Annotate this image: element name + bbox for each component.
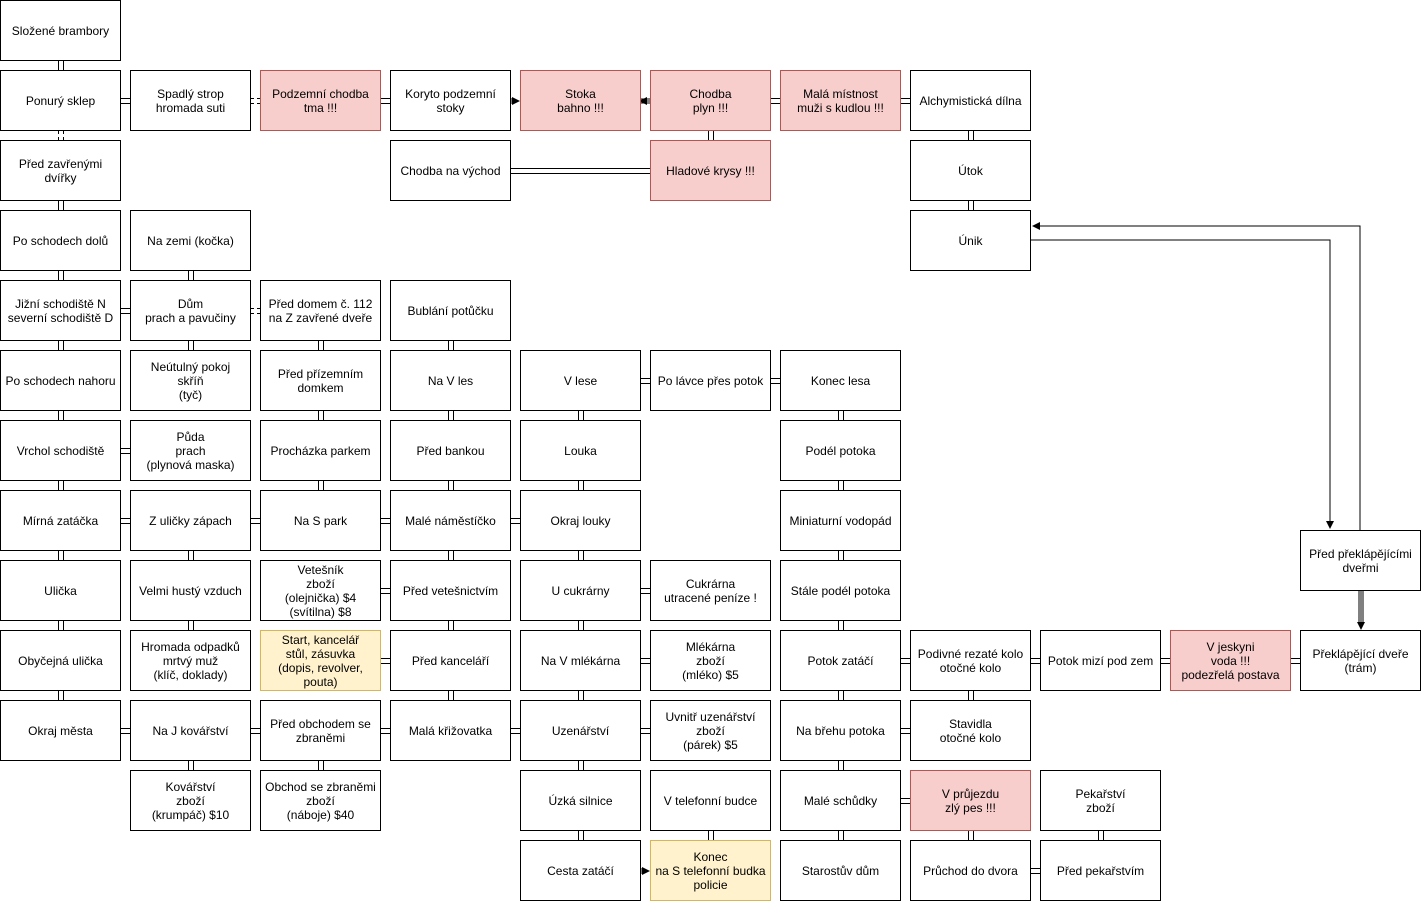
node-spadly-strop[interactable]: Spadlý strop hromada suti [130, 70, 251, 131]
node-na-zemi[interactable]: Na zemi (kočka) [130, 210, 251, 271]
node-preklapejici[interactable]: Překlápějící dveře (trám) [1300, 630, 1421, 691]
node-hromada-odpadku[interactable]: Hromada odpadků mrtvý muž (klíč, doklady… [130, 630, 251, 691]
node-pred-vetesnictvim[interactable]: Před vetešnictvím [390, 560, 511, 621]
node-pred-preklapejicimi[interactable]: Před překlápějícími dveřmi [1300, 530, 1421, 591]
node-bublani[interactable]: Bublání potůčku [390, 280, 511, 341]
node-v-telefonni[interactable]: V telefonní budce [650, 770, 771, 831]
node-na-s-park[interactable]: Na S park [260, 490, 381, 551]
node-jizni-schodiste[interactable]: Jižní schodiště N severní schodiště D [0, 280, 121, 341]
node-mala-krizovatka[interactable]: Malá křižovatka [390, 700, 511, 761]
node-podivne-kolo[interactable]: Podivné rezaté kolo otočné kolo [910, 630, 1031, 691]
node-vetesnik[interactable]: Vetešník zboží (olejnička) $4 (svítilna)… [260, 560, 381, 621]
node-hladove-krysy[interactable]: Hladové krysy !!! [650, 140, 771, 201]
node-cukrarna[interactable]: Cukrárna utracené peníze ! [650, 560, 771, 621]
node-u-cukrarny[interactable]: U cukrárny [520, 560, 641, 621]
node-v-lese[interactable]: V lese [520, 350, 641, 411]
node-mala-mistnost[interactable]: Malá místnost muži s kudlou !!! [780, 70, 901, 131]
node-mlekarna[interactable]: Mlékárna zboží (mléko) $5 [650, 630, 771, 691]
node-stale-podel[interactable]: Stále podél potoka [780, 560, 901, 621]
node-alchymisticka[interactable]: Alchymistická dílna [910, 70, 1031, 131]
node-dum-prach[interactable]: Dům prach a pavučiny [130, 280, 251, 341]
node-chodba-plyn[interactable]: Chodba plyn !!! [650, 70, 771, 131]
node-stavidla[interactable]: Stavidla otočné kolo [910, 700, 1031, 761]
node-start[interactable]: Start, kancelář stůl, zásuvka (dopis, re… [260, 630, 381, 691]
node-podel-potoka[interactable]: Podél potoka [780, 420, 901, 481]
node-konec-lesa[interactable]: Konec lesa [780, 350, 901, 411]
node-prochazka[interactable]: Procházka parkem [260, 420, 381, 481]
node-neutulny[interactable]: Neútulný pokoj skříň (tyč) [130, 350, 251, 411]
node-male-namesticko[interactable]: Malé náměstíčko [390, 490, 511, 551]
node-v-prujezdu[interactable]: V průjezdu zlý pes !!! [910, 770, 1031, 831]
node-po-schodech-nahoru[interactable]: Po schodech nahoru [0, 350, 121, 411]
node-louka[interactable]: Louka [520, 420, 641, 481]
node-velmi-husty[interactable]: Velmi hustý vzduch [130, 560, 251, 621]
node-pred-obchodem[interactable]: Před obchodem se zbraněmi [260, 700, 381, 761]
node-na-v-les[interactable]: Na V les [390, 350, 511, 411]
node-podzemni-chodba[interactable]: Podzemní chodba tma !!! [260, 70, 381, 131]
node-pred-bankou[interactable]: Před bankou [390, 420, 511, 481]
node-konec[interactable]: Konec na S telefonní budka policie [650, 840, 771, 901]
node-obchod-zbranemi[interactable]: Obchod se zbraněmi zboží (náboje) $40 [260, 770, 381, 831]
node-ponury-sklep[interactable]: Ponurý sklep [0, 70, 121, 131]
node-cesta-zataci[interactable]: Cesta zatáčí [520, 840, 641, 901]
node-ulicka[interactable]: Ulička [0, 560, 121, 621]
node-starostuv[interactable]: Starostův dům [780, 840, 901, 901]
node-koryto[interactable]: Koryto podzemní stoky [390, 70, 511, 131]
node-miniaturni[interactable]: Miniaturní vodopád [780, 490, 901, 551]
node-pred-kancelari[interactable]: Před kanceláří [390, 630, 511, 691]
node-pruchod[interactable]: Průchod do dvora [910, 840, 1031, 901]
node-uzenarstvi[interactable]: Uzenářství [520, 700, 641, 761]
node-okraj-mesta[interactable]: Okraj města [0, 700, 121, 761]
node-slozene-brambory[interactable]: Složené brambory [0, 0, 121, 61]
node-utok[interactable]: Útok [910, 140, 1031, 201]
node-na-brehu[interactable]: Na břehu potoka [780, 700, 901, 761]
node-z-ulicky[interactable]: Z uličky zápach [130, 490, 251, 551]
node-pred-prizemnim[interactable]: Před přízemním domkem [260, 350, 381, 411]
node-uzka-silnice[interactable]: Úzká silnice [520, 770, 641, 831]
node-uvnitr-uzenarstvi[interactable]: Uvnitř uzenářství zboží (párek) $5 [650, 700, 771, 761]
node-pred-domem[interactable]: Před domem č. 112 na Z zavřené dveře [260, 280, 381, 341]
node-mirna-zatacka[interactable]: Mírná zatáčka [0, 490, 121, 551]
node-chodba-vychod[interactable]: Chodba na východ [390, 140, 511, 201]
node-na-j-kovarstvi[interactable]: Na J kovářství [130, 700, 251, 761]
node-po-lavce[interactable]: Po lávce přes potok [650, 350, 771, 411]
node-male-schudky[interactable]: Malé schůdky [780, 770, 901, 831]
escape-loop-down-connector [1031, 239, 1334, 529]
node-vrchol[interactable]: Vrchol schodiště [0, 420, 121, 481]
node-potok-mizi[interactable]: Potok mizí pod zem [1040, 630, 1161, 691]
node-v-jeskyni[interactable]: V jeskyni voda !!! podezřelá postava [1170, 630, 1291, 691]
node-stoka[interactable]: Stoka bahno !!! [520, 70, 641, 131]
node-pred-zavrenymi[interactable]: Před zavřenými dvířky [0, 140, 121, 201]
node-na-v-mlekarna[interactable]: Na V mlékárna [520, 630, 641, 691]
escape-loop-up-connector [1032, 222, 1361, 530]
node-pekarstvi[interactable]: Pekařství zboží [1040, 770, 1161, 831]
node-potok-zataci[interactable]: Potok zatáčí [780, 630, 901, 691]
node-po-schodech-dolu[interactable]: Po schodech dolů [0, 210, 121, 271]
node-kovarstvi[interactable]: Kovářství zboží (krumpáč) $10 [130, 770, 251, 831]
node-pred-pekarstvim[interactable]: Před pekařstvím [1040, 840, 1161, 901]
node-obycejna[interactable]: Obyčejná ulička [0, 630, 121, 691]
node-puda[interactable]: Půda prach (plynová maska) [130, 420, 251, 481]
node-okraj-louky[interactable]: Okraj louky [520, 490, 641, 551]
node-unik[interactable]: Únik [910, 210, 1031, 271]
